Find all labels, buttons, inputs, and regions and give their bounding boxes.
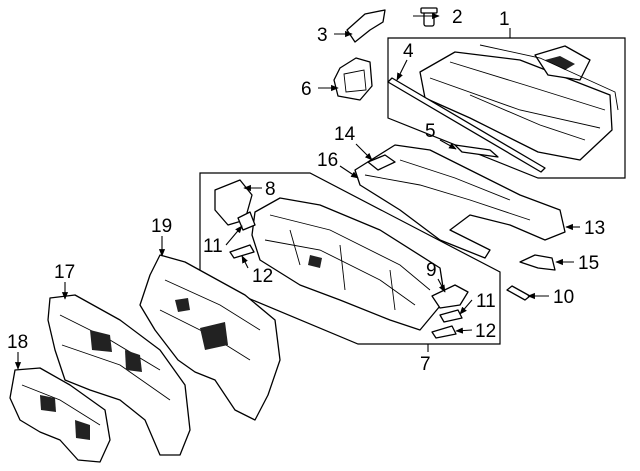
- callout-14: 14: [334, 124, 356, 145]
- callout-14-leader: [355, 143, 373, 161]
- callout-11b-leader: [459, 299, 473, 315]
- dash-panel: [251, 197, 446, 331]
- callout-12b-leader: [455, 327, 473, 334]
- seal-pad: [454, 144, 499, 158]
- callout-19: 19: [151, 216, 172, 237]
- callout-3: 3: [317, 25, 328, 46]
- clip-part-12a: [229, 244, 255, 259]
- insulator-block: [333, 57, 373, 101]
- callout-1: 1: [499, 9, 510, 30]
- callout-4-leader: [396, 59, 408, 81]
- callout-10: 10: [553, 287, 574, 308]
- clip-part-12b: [431, 325, 457, 339]
- cowl-top-panel: [419, 44, 619, 161]
- callout-12a: 12: [252, 266, 273, 287]
- dash-insulator-17: [47, 294, 191, 456]
- callout-18: 18: [7, 332, 28, 353]
- callout-2: 2: [452, 7, 463, 28]
- bracket-part: [346, 9, 386, 43]
- callout-15: 15: [578, 253, 599, 274]
- callout-6: 6: [301, 79, 312, 100]
- callout-16: 16: [317, 150, 338, 171]
- callout-12a-leader: [241, 255, 249, 269]
- bracket-part-9: [431, 284, 469, 309]
- callout-5: 5: [425, 121, 436, 142]
- seal-strip: [387, 77, 546, 173]
- cowl-side-panel: [354, 144, 566, 259]
- callout-12b: 12: [475, 321, 496, 342]
- callout-16-leader: [339, 165, 359, 179]
- callout-9: 9: [426, 260, 437, 281]
- callout-4: 4: [403, 41, 414, 62]
- group-1-frame: [387, 37, 626, 179]
- pad-part-10: [506, 285, 531, 301]
- callout-11a-leader: [225, 225, 243, 246]
- callout-8: 8: [265, 179, 276, 200]
- clip-part-11b: [439, 309, 463, 323]
- dash-insulator-18: [9, 367, 111, 463]
- callout-13: 13: [584, 218, 605, 239]
- callout-11a: 11: [203, 236, 223, 257]
- clip-part: [420, 7, 438, 27]
- callout-5-leader: [439, 139, 457, 150]
- mount-plate-14: [367, 154, 396, 171]
- callout-7: 7: [420, 354, 431, 375]
- callout-17: 17: [54, 262, 75, 283]
- bracket-part-15: [519, 254, 556, 271]
- dash-insulator-19: [139, 254, 281, 421]
- callout-9-leader: [437, 278, 446, 293]
- callout-11b: 11: [476, 291, 496, 312]
